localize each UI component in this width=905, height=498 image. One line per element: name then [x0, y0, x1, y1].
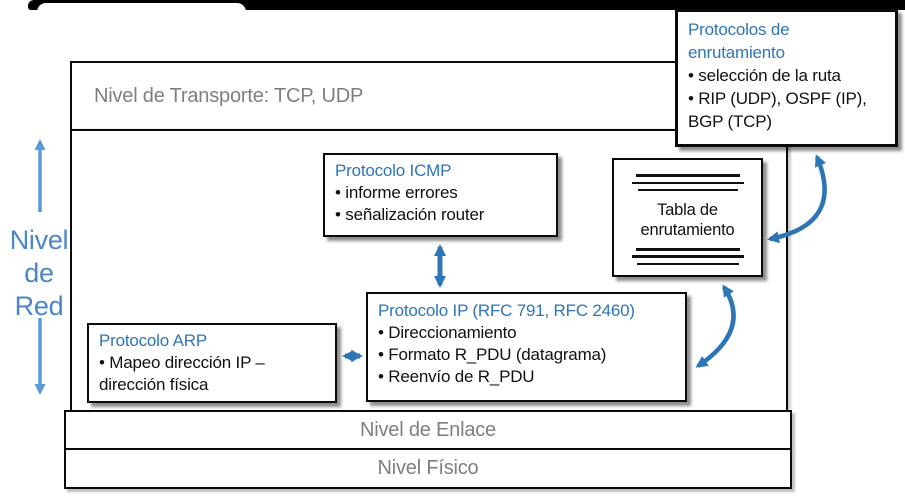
slide-top-bar [28, 0, 905, 10]
arp-box-title: Protocolo ARP [99, 331, 207, 350]
slide-top-tab [37, 3, 246, 13]
icmp-box-title: Protocolo ICMP [335, 161, 452, 180]
icmp-protocol-box: Protocolo ICMP informe errores señalizac… [323, 153, 558, 237]
routing-protocols-title: Protocolos de enrutamiento [688, 20, 790, 62]
network-layer-side-label: Nivel de Red [0, 224, 78, 323]
icmp-bullet: señalización router [335, 204, 546, 226]
side-label-line: Nivel [9, 225, 69, 255]
link-layer-box: Nivel de Enlace [64, 410, 792, 448]
routing-protocols-bullet: RIP (UDP), OSPF (IP), BGP (TCP) [688, 87, 885, 133]
transport-layer-box: Nivel de Transporte: TCP, UDP [70, 61, 788, 129]
icmp-bullet: informe errores [335, 182, 546, 204]
ip-protocol-box: Protocolo IP (RFC 791, RFC 2460) Direcci… [366, 292, 687, 402]
physical-layer-box: Nivel Físico [64, 448, 792, 489]
ip-box-title: Protocolo IP (RFC 791, RFC 2460) [378, 301, 635, 320]
physical-layer-label: Nivel Físico [377, 457, 479, 479]
ip-bullet: Formato R_PDU (datagrama) [378, 344, 675, 366]
transport-layer-label: Nivel de Transporte: TCP, UDP [94, 84, 364, 107]
ip-bullet: Reenvío de R_PDU [378, 366, 675, 388]
table-rows-icon [614, 174, 761, 191]
side-label-line: de [24, 258, 54, 288]
arp-protocol-box: Protocolo ARP Mapeo dirección IP – direc… [87, 323, 337, 403]
arp-bullet: Mapeo dirección IP – dirección física [99, 352, 325, 396]
routing-protocols-box: Protocolos de enrutamiento selección de … [675, 9, 898, 147]
side-label-line: Red [14, 291, 64, 321]
table-rows-icon [614, 248, 761, 265]
routing-table-box: Tabla de enrutamiento [612, 158, 763, 277]
routing-protocols-bullet: selección de la ruta [688, 64, 885, 87]
link-layer-label: Nivel de Enlace [360, 418, 496, 441]
routing-table-label: Tabla de enrutamiento [640, 201, 735, 239]
ip-bullet: Direccionamiento [378, 322, 675, 344]
